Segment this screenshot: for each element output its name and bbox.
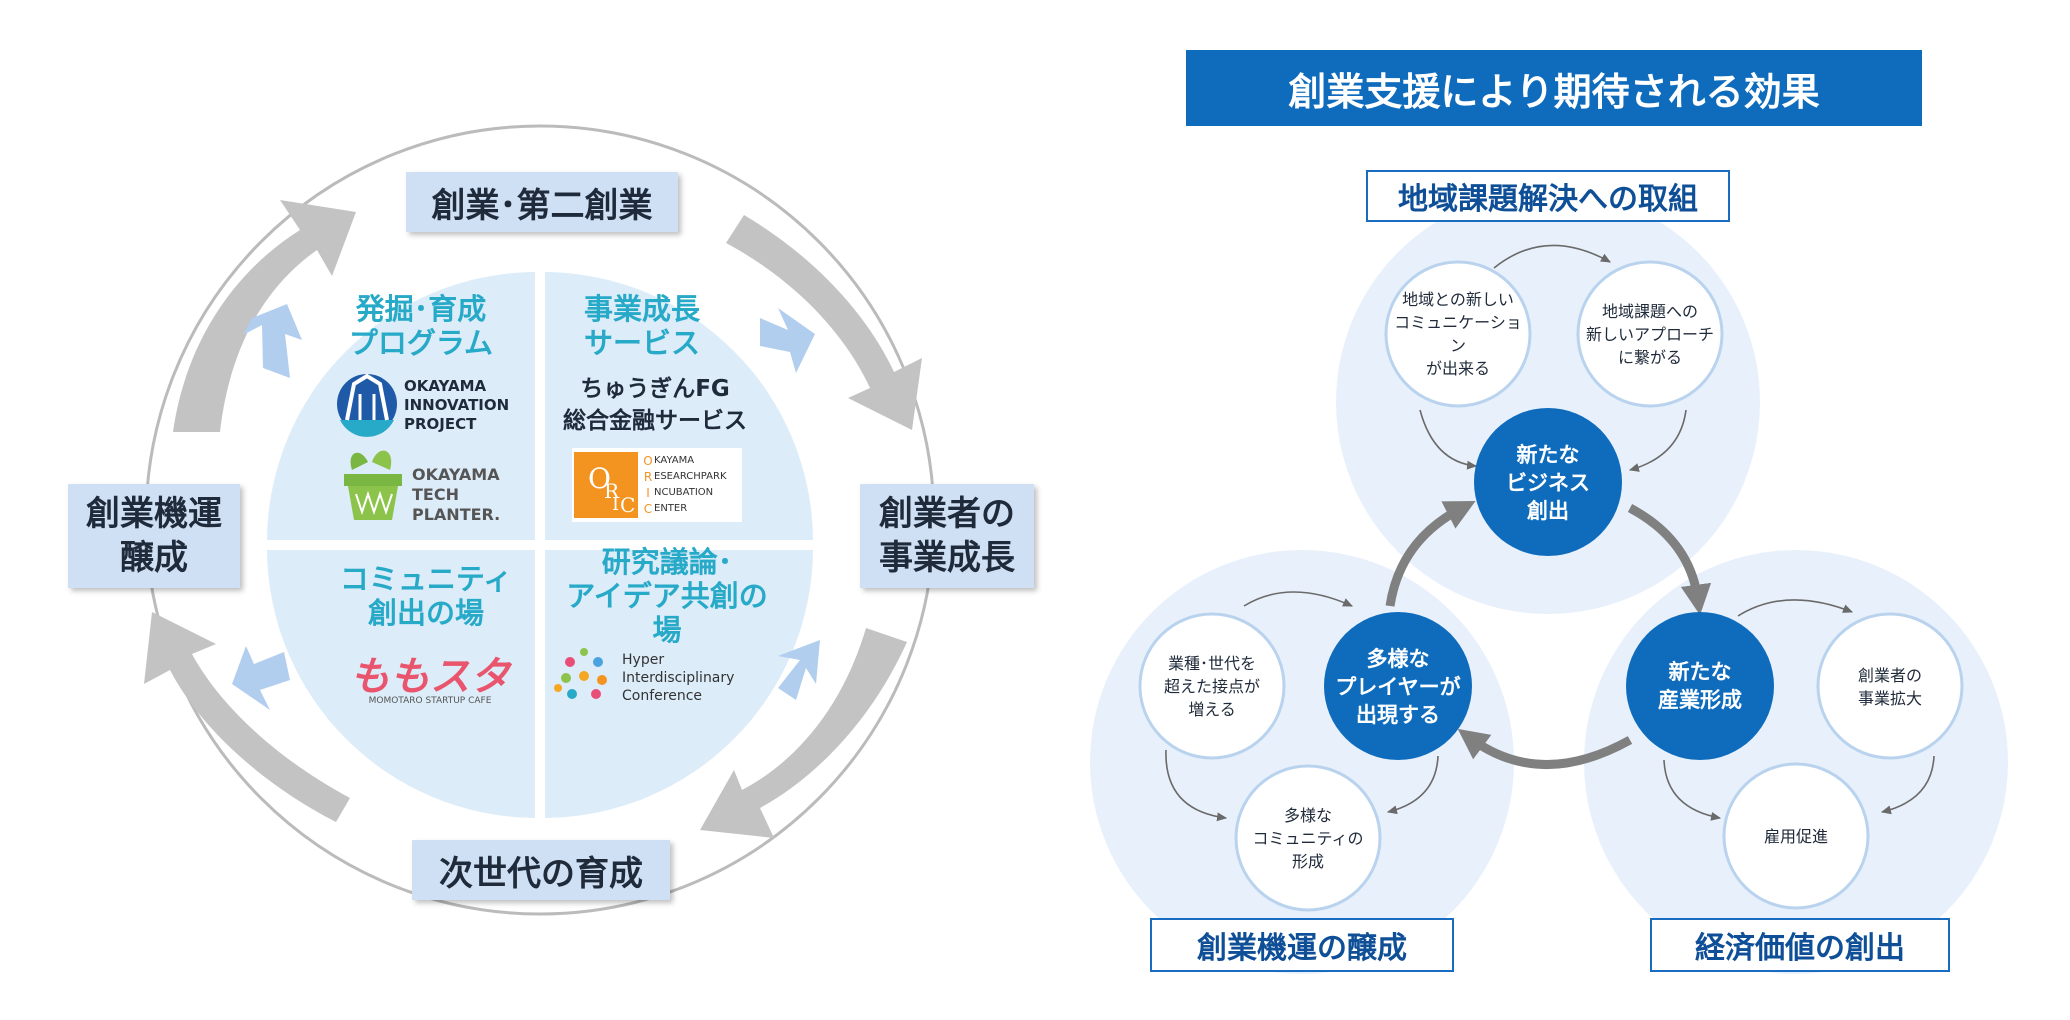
cycle-arrow-3	[700, 628, 907, 838]
quadrant-bl-title: コミュニティ 創出の場	[339, 562, 513, 630]
item-circle-left-1	[1138, 612, 1286, 760]
inner-arrow-br	[778, 640, 820, 700]
thin-arrow-top-3	[1628, 409, 1687, 472]
effects-title: 創業支援により期待される効果	[1186, 50, 1922, 126]
quadrant-br-title: 研究議論･ アイデア共創の場	[566, 545, 768, 647]
tp-leaf-emblem	[350, 452, 368, 470]
momosta-logo: ももスタ	[350, 654, 510, 700]
thin-arrow-left-3	[1386, 755, 1439, 815]
item-circle-top-1	[1384, 260, 1532, 408]
item-right-1: 創業者の 事業拡大	[1857, 666, 1922, 708]
big-arrows	[1385, 500, 1712, 769]
hic-emblem	[554, 648, 607, 699]
item-circle-left-2	[1234, 764, 1382, 912]
stage-bottom: 次世代の育成	[412, 840, 670, 900]
thin-arrow-top-2	[1419, 409, 1478, 470]
core-circles	[1324, 408, 1774, 760]
core-top-text: 新たな ビジネス 創出	[1506, 443, 1590, 523]
svg-text:C: C	[620, 493, 635, 517]
oric-words: KAYAMA ESEARCHPARK NCUBATION ENTER	[654, 455, 727, 514]
item-circle-right-2	[1722, 762, 1870, 910]
inner-arrow-tr	[760, 308, 815, 373]
item-left-1: 業種･世代を 超えた接点が 増える	[1163, 653, 1260, 719]
thin-arrow-right-1	[1737, 599, 1854, 617]
big-arrow-left-to-top	[1385, 500, 1476, 607]
cluster-left-label: 創業機運の醸成	[1150, 918, 1454, 972]
thin-arrows	[1165, 244, 1935, 822]
cluster-right-label: 経済価値の創出	[1650, 918, 1950, 972]
chugin-service-text: ちゅうぎんFG 総合金融サービス	[563, 376, 747, 434]
inner-arrow-tl	[243, 304, 302, 378]
oip-logo-text: OKAYAMA INNOVATION PROJECT	[404, 376, 510, 433]
quadrant-tl-bg	[267, 272, 535, 540]
item-top-1: 地域との新しい コミュニケーション が出来る	[1394, 290, 1522, 378]
item-circle-top-2	[1576, 260, 1724, 408]
item-top-2: 地域課題への 新しいアプローチ に繋がる	[1585, 301, 1714, 367]
stage-left: 創業機運 醸成	[68, 484, 240, 588]
svg-text:R: R	[604, 479, 620, 503]
item-right-2: 雇用促進	[1763, 826, 1828, 846]
inner-arrow-bl	[232, 646, 290, 710]
big-arrow-top-to-right	[1627, 504, 1712, 616]
cycle-arrow-1	[173, 200, 356, 432]
svg-text:O: O	[588, 462, 611, 495]
quadrant-tr-title: 事業成長 サービス	[583, 292, 700, 360]
cycle-arrow-2	[726, 215, 922, 430]
cycle-arrow-4	[144, 612, 350, 822]
cycle-ring	[144, 124, 936, 916]
quadrant-tl-title: 発掘･育成 プログラム	[348, 292, 494, 360]
core-right-text: 新たな 産業形成	[1658, 660, 1742, 712]
thin-arrow-top-1	[1493, 244, 1611, 269]
cluster-top-label: 地域課題解決への取組	[1366, 170, 1730, 222]
cycle-arrows	[144, 200, 922, 838]
stage-right: 創業者の 事業成長	[860, 484, 1034, 588]
quadrant-bl-bg	[267, 550, 535, 818]
svg-text:I: I	[612, 494, 619, 515]
thin-arrow-right-2	[1663, 759, 1722, 821]
item-circle-right-1	[1816, 612, 1964, 760]
momosta-logo-sub: MOMOTARO STARTUP CAFE	[368, 696, 492, 706]
thin-arrow-left-2	[1165, 749, 1228, 822]
core-circle-left	[1324, 612, 1472, 760]
cluster-right-bg	[1584, 550, 2008, 974]
core-circle-right	[1626, 612, 1774, 760]
item-left-2: 多様な コミュニティの 形成	[1252, 805, 1364, 871]
thin-arrow-right-3	[1880, 755, 1935, 815]
item-circles	[1138, 260, 1964, 912]
inner-arrows	[232, 304, 820, 710]
hic-logo-text: Hyper Interdisciplinary Conference	[622, 652, 735, 704]
tech-planter-logo-text: OKAYAMA TECH PLANTER.	[412, 465, 501, 524]
big-arrow-right-to-left	[1457, 728, 1633, 769]
core-circle-top	[1474, 408, 1622, 556]
core-left-text: 多様な プレイヤーが 出現する	[1335, 647, 1461, 727]
thin-arrow-left-1	[1243, 591, 1354, 607]
quadrant-br-bg	[545, 550, 813, 818]
stage-top: 創業･第二創業	[406, 172, 678, 232]
oric-letters: O R I C	[643, 454, 653, 516]
